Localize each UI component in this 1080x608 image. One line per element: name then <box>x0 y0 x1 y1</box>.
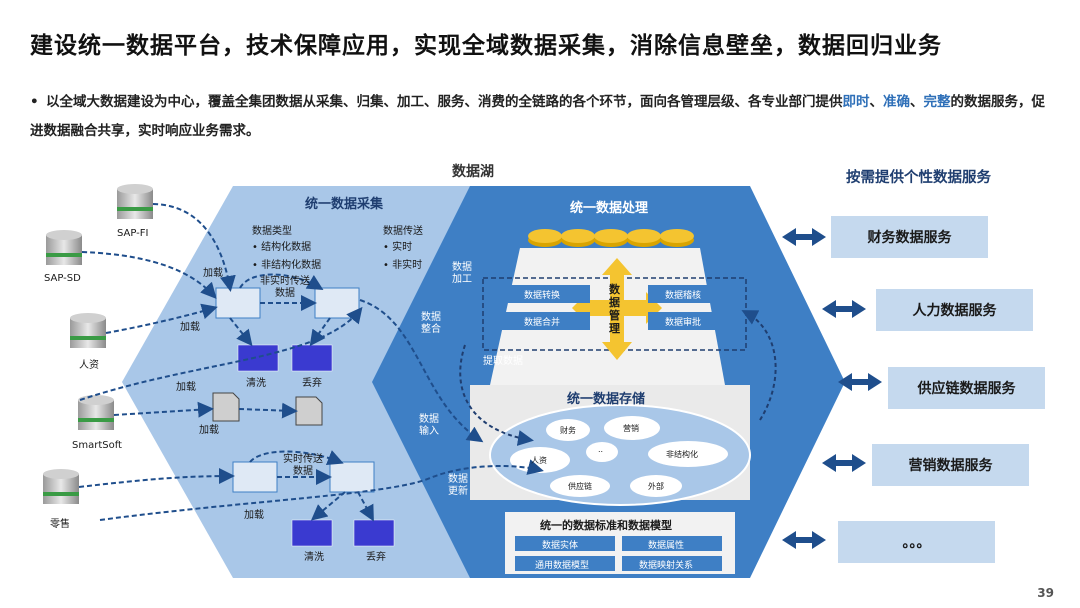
domain-ellipses <box>510 416 728 497</box>
page-number: 39 <box>1037 586 1054 600</box>
std-mapping: 数据映射关系 <box>639 561 694 571</box>
transfer-item-1: • 实时 <box>383 242 413 253</box>
std-model-box <box>515 556 615 571</box>
service-supply-chain[interactable]: 供应链数据服务 <box>888 367 1045 409</box>
domain-finance: 财务 <box>560 426 576 435</box>
intro-sep2: 、 <box>910 94 924 110</box>
realtime-label: 实时传送 数据 <box>283 454 323 477</box>
service-more[interactable]: 。。。 <box>838 521 995 563</box>
source-smartsoft: SmartSoft <box>72 440 122 451</box>
op-box-audit <box>648 285 734 303</box>
collect-title: 统一数据采集 <box>305 197 384 212</box>
standards-title: 统一的数据标准和数据模型 <box>540 519 672 532</box>
intro-highlight-2: 准确 <box>883 94 910 110</box>
domain-marketing: 营销 <box>623 424 639 433</box>
gold-coin-icon <box>528 229 694 247</box>
bullet-dot-icon: • <box>30 94 39 110</box>
flow-lines <box>78 203 544 522</box>
std-entity-box <box>515 536 615 551</box>
double-arrow-icon <box>782 228 882 549</box>
intro-highlight-3: 完整 <box>923 94 951 110</box>
services-heading: 按需提供个性数据服务 <box>846 170 991 186</box>
domain-more: .. <box>598 445 604 454</box>
op-convert: 数据转换 <box>524 291 561 301</box>
std-attribute: 数据属性 <box>648 541 685 551</box>
lake-label: 数据湖 <box>452 164 494 180</box>
storage-loop <box>459 310 777 446</box>
intro-part2: 的数据服务，促进数据融合共享，实时响应业务需求。 <box>30 94 1045 139</box>
page-title: 建设统一数据平台，技术保障应用，实现全域数据采集，消除信息壁垒，数据回归业务 <box>30 33 942 59</box>
extract-label: 提取数据 <box>483 356 523 367</box>
op-box-convert <box>500 285 590 303</box>
domain-external: 外部 <box>648 482 664 491</box>
update-label: 数据 更新 <box>448 474 468 497</box>
integrate-label: 数据 整合 <box>421 312 441 335</box>
std-entity: 数据实体 <box>542 541 579 551</box>
service-hr[interactable]: 人力数据服务 <box>876 289 1033 331</box>
non-realtime-label: 非实时传送 数据 <box>260 276 310 299</box>
service-finance[interactable]: 财务数据服务 <box>831 216 988 258</box>
std-attr-box <box>622 536 722 551</box>
input-label: 数据 输入 <box>419 414 439 437</box>
management-arrow-icon <box>572 258 662 360</box>
load-label-4: 加载 <box>199 425 219 436</box>
domain-supply: 供应链 <box>568 482 592 491</box>
op-merge: 数据合并 <box>524 318 561 328</box>
intro-highlight-1: 即时 <box>842 94 870 110</box>
source-retail: 零售 <box>50 519 70 530</box>
source-sap-sd: SAP-SD <box>44 273 81 284</box>
data-type-label: 数据类型 <box>252 226 292 237</box>
source-sap-fi: SAP-FI <box>117 228 149 239</box>
domain-hr: 人资 <box>531 456 547 465</box>
database-icon <box>43 184 153 504</box>
load-label-5: 加载 <box>244 510 264 521</box>
clean-label-2: 清洗 <box>304 552 324 563</box>
discard-label: 丢弃 <box>302 378 322 389</box>
op-box-approve <box>648 312 734 330</box>
service-marketing[interactable]: 营销数据服务 <box>872 444 1029 486</box>
transfer-item-2: • 非实时 <box>383 260 423 271</box>
op-audit: 数据稽核 <box>665 291 702 301</box>
clean-label: 清洗 <box>246 378 266 389</box>
process-label: 数据 加工 <box>452 262 472 285</box>
discard-label-2: 丢弃 <box>366 552 386 563</box>
std-map-box <box>622 556 722 571</box>
data-type-item-1: • 结构化数据 <box>252 242 312 253</box>
management-label: 数 据 管 理 <box>609 283 620 335</box>
storage-title: 统一数据存储 <box>567 392 646 407</box>
op-approve: 数据审批 <box>665 318 702 328</box>
transfer-label: 数据传送 <box>383 226 423 237</box>
intro-sep1: 、 <box>869 94 884 110</box>
table-icon <box>215 287 375 493</box>
domain-unstructured: 非结构化 <box>666 450 698 459</box>
source-hr: 人资 <box>79 360 99 371</box>
load-label-1: 加载 <box>203 268 223 279</box>
intro-paragraph: • 以全域大数据建设为中心，覆盖全集团数据从采集、归集、加工、服务、消费的全链路的… <box>30 88 1050 146</box>
intro-part1: 以全域大数据建设为中心，覆盖全集团数据从采集、归集、加工、服务、消费的全链路的各… <box>46 94 843 110</box>
process-title: 统一数据处理 <box>570 201 649 216</box>
load-label-3: 加载 <box>176 382 196 393</box>
data-type-item-2: • 非结构化数据 <box>252 260 322 271</box>
load-label-2: 加载 <box>180 322 200 333</box>
op-box-merge <box>500 312 590 330</box>
std-model: 通用数据模型 <box>535 561 590 571</box>
